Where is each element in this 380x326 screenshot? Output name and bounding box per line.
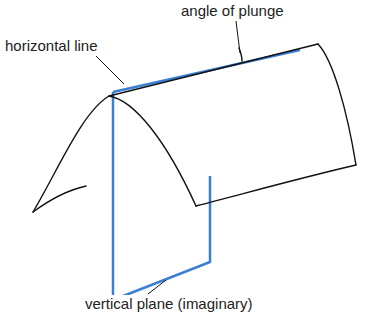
horizontal-line [113, 50, 300, 92]
fold-surface [33, 44, 356, 212]
text-label: vertical plane (imaginary) [84, 295, 254, 313]
text-label: horizontal line [4, 37, 99, 55]
leader-lines [96, 21, 240, 294]
text-label: angle of plunge [180, 2, 285, 20]
fold-crest [109, 44, 318, 96]
